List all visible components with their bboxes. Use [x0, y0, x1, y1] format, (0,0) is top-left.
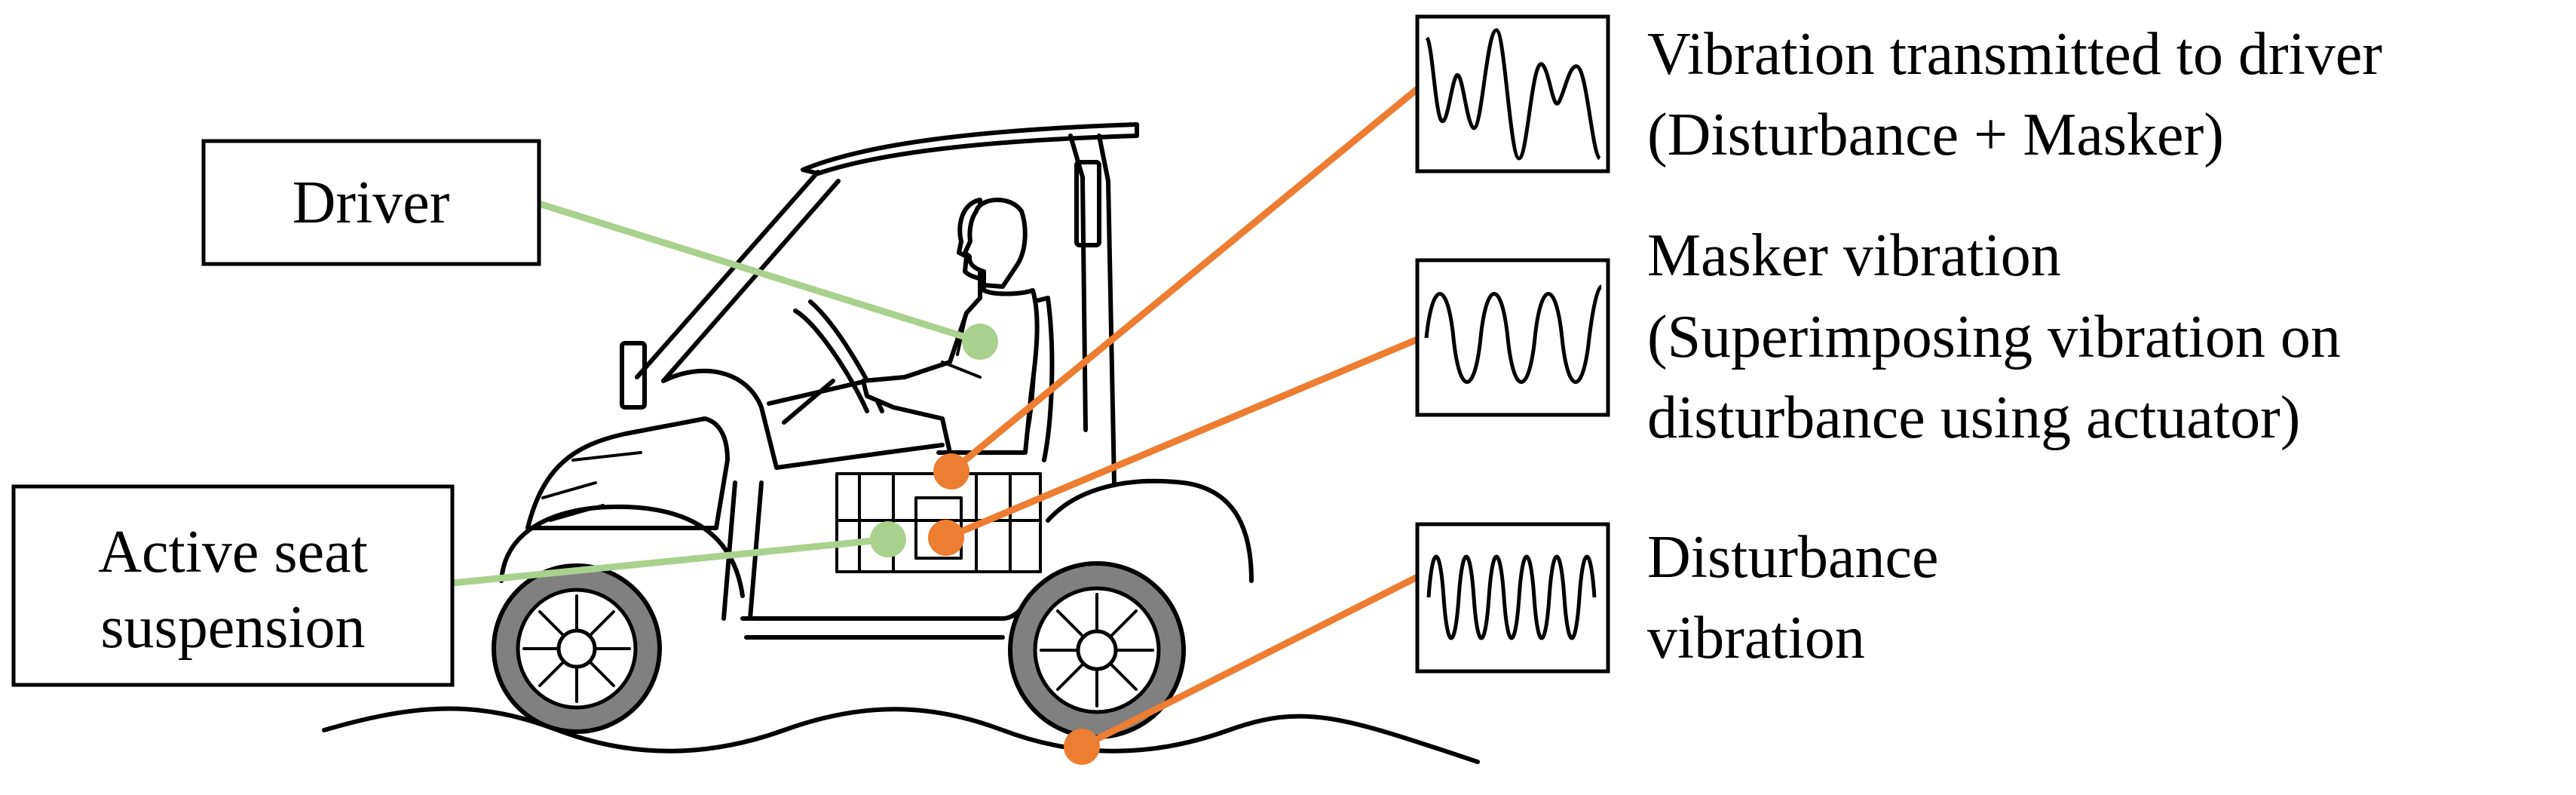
masker-label-line2: (Superimposing vibration on — [1647, 304, 2341, 370]
transmitted-label-line1: Vibration transmitted to driver — [1647, 21, 2382, 87]
front-wheel-icon — [492, 563, 662, 734]
masker-label-line1: Masker vibration — [1647, 223, 2061, 289]
vehicle-front-mirror — [620, 341, 647, 410]
seat-suspension-leader-dot — [870, 521, 906, 557]
active-seat-label-box: Active seat suspension — [11, 484, 455, 687]
driver-label: Driver — [293, 170, 450, 236]
disturbance-leader-dot — [1064, 729, 1100, 765]
transmitted-leader-line — [949, 86, 1420, 474]
vehicle-chassis — [740, 594, 1031, 640]
masker-waveform-box — [1415, 258, 1610, 417]
driver-leader-line — [538, 200, 982, 345]
driver-leader-dot — [962, 324, 998, 360]
vehicle-roof — [801, 122, 1139, 176]
masker-leader-dot — [928, 520, 964, 556]
irregular-waveform-icon — [1425, 28, 1602, 161]
masker-label-line3: disturbance using actuator) — [1647, 385, 2300, 451]
vehicle-rear-pillar — [1068, 134, 1116, 485]
vehicle-steering-wheel — [782, 299, 884, 425]
transmitted-waveform-box — [1415, 14, 1610, 173]
seat-suspension-leader-line — [452, 536, 889, 587]
vehicle-icon — [492, 122, 1254, 739]
disturbance-waveform-box — [1415, 522, 1610, 674]
driver-label-box: Driver — [201, 139, 541, 266]
rear-wheel-icon — [1008, 561, 1186, 739]
sine-waveform-icon — [1424, 284, 1603, 384]
masker-leader-line — [945, 336, 1419, 542]
vehicle-hood — [525, 416, 730, 530]
disturbance-label-line1: Disturbance — [1647, 524, 1939, 591]
transmitted-label-line2: (Disturbance + Masker) — [1647, 102, 2224, 168]
high-frequency-waveform-icon — [1426, 554, 1597, 640]
road-surface — [322, 706, 1480, 764]
driver-figure-icon — [861, 198, 1040, 455]
transmitted-leader-dot — [933, 453, 969, 490]
active-seat-label-line2: suspension — [100, 594, 365, 661]
vehicle-rear-light — [1074, 160, 1101, 247]
disturbance-label-line2: vibration — [1647, 605, 1865, 671]
vehicle-rear-fender — [1046, 478, 1254, 583]
active-seat-label-line1: Active seat — [98, 519, 368, 585]
vehicle-a-pillar — [635, 170, 841, 383]
disturbance-leader-line — [1080, 573, 1420, 750]
